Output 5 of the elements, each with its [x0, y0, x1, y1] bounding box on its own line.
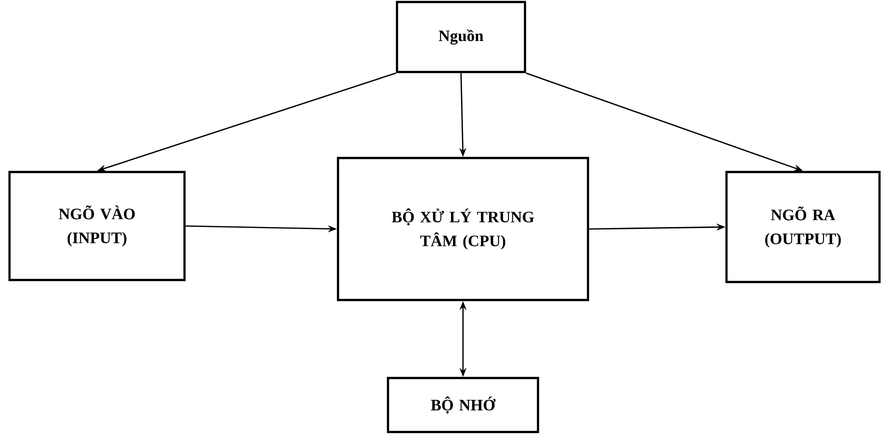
process-box: BỘ XỬ LÝ TRUNG TÂM (CPU) [336, 156, 590, 302]
process-box: BỘ NHỚ [386, 376, 540, 434]
process-box: NGÕ RA (OUTPUT) [725, 170, 881, 284]
process-box: NGÕ VÀO (INPUT) [8, 170, 186, 282]
process-box: Nguồn [396, 0, 526, 74]
